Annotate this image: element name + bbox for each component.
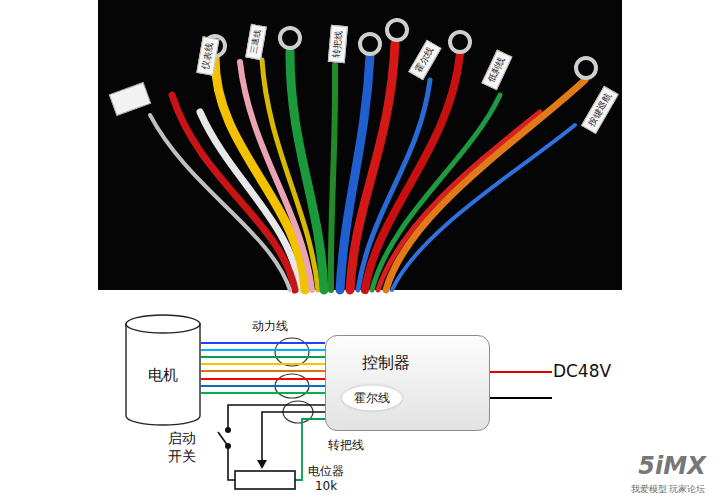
wire bbox=[201, 356, 325, 358]
wire-label: 动力线 bbox=[252, 319, 288, 334]
wire-tag: 仪表线 bbox=[196, 36, 219, 75]
potentiometer-label: 电位器 10k bbox=[304, 464, 347, 494]
watermark: 5iMX bbox=[638, 451, 705, 481]
motor-cylinder: 电机 bbox=[125, 314, 201, 426]
wire-photo bbox=[98, 0, 622, 290]
wire bbox=[201, 370, 325, 372]
wire-tag: 低刹线 bbox=[481, 50, 512, 91]
wire-tag: 霍尔线 bbox=[408, 40, 441, 81]
wire bbox=[201, 378, 325, 380]
wire bbox=[201, 342, 325, 344]
switch-label: 启动 开关 bbox=[166, 430, 198, 465]
wire-tag: 三速线 bbox=[245, 24, 267, 60]
wire bbox=[201, 392, 325, 394]
node-title: 控制器 bbox=[362, 353, 410, 374]
wire-label: 转把线 bbox=[328, 438, 364, 453]
node-title: 电机 bbox=[148, 366, 178, 385]
wire bbox=[201, 363, 325, 365]
watermark: 我爱模型 玩家论坛 bbox=[631, 484, 706, 495]
supply-label: DC48V bbox=[553, 361, 611, 382]
wire bbox=[201, 349, 325, 351]
wire bbox=[201, 385, 325, 387]
wire-tag: 按键巡航 bbox=[581, 86, 619, 134]
controller-box: 控制器 bbox=[325, 335, 490, 431]
callout-label: 霍尔线 bbox=[342, 386, 402, 411]
wire-tag: 转把线 bbox=[328, 25, 348, 63]
